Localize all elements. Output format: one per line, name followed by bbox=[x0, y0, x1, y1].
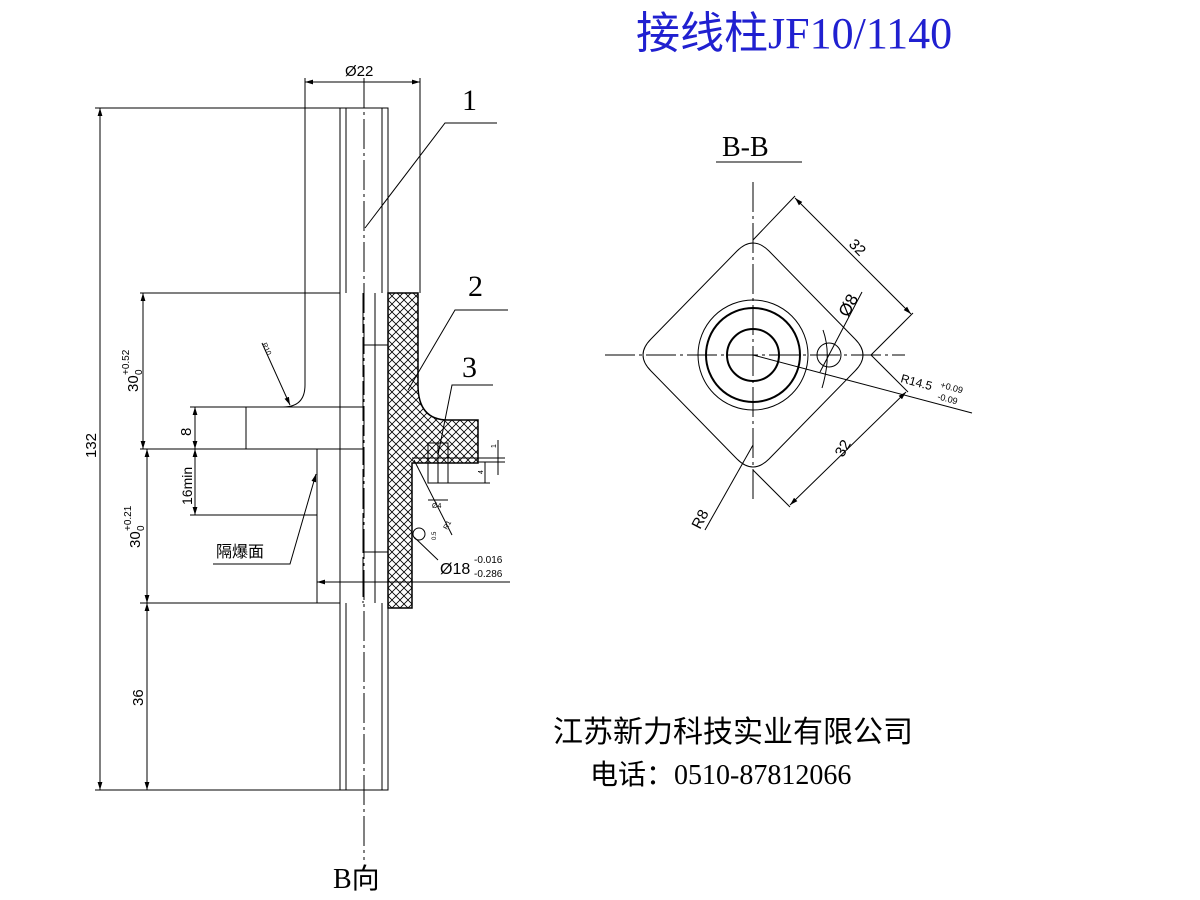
dim-4: 4 bbox=[478, 470, 485, 474]
dim-dia18-tol-upper: -0.016 bbox=[474, 555, 503, 566]
section-view-bb: B-B 32 32 Ø8 R14.5 +0.09 -0.09 R8 bbox=[605, 132, 973, 532]
dim-side-bottom: 32 bbox=[832, 437, 855, 460]
dim-hole-dia8: Ø8 bbox=[835, 291, 862, 320]
flameproof-surface-label: 隔爆面 bbox=[216, 542, 264, 561]
dim-1: 1 bbox=[491, 444, 498, 448]
dim-dia4: Ø4 bbox=[432, 503, 441, 510]
insulator bbox=[387, 292, 479, 609]
dim-16min: 16min bbox=[179, 467, 195, 505]
dim-upper-tol-plus: +0.52 bbox=[121, 349, 132, 375]
dim-gap: 0.5 bbox=[432, 531, 438, 540]
dim-dia18-tol-lower: -0.286 bbox=[474, 569, 503, 580]
dim-lower-tol-plus: +0.21 bbox=[123, 505, 134, 531]
dim-36: 36 bbox=[130, 689, 147, 706]
dim-dia22: Ø22 bbox=[345, 63, 373, 80]
dim-upper-30: 30 bbox=[125, 375, 142, 392]
part-label-1: 1 bbox=[462, 84, 477, 117]
part-label-3: 3 bbox=[462, 351, 477, 384]
dim-upper-tol-minus: 0 bbox=[134, 369, 145, 375]
dim-corner-r8: R8 bbox=[689, 507, 713, 532]
company-name: 江苏新力科技实业有限公司 bbox=[553, 716, 913, 749]
flange-outline bbox=[642, 242, 864, 468]
side-view: Ø22 R10 1 4 Ø4 R1 0.5 Ø18 -0 bbox=[83, 63, 510, 895]
drawing-title: 接线柱JF10/1140 bbox=[636, 9, 952, 58]
part-label-2: 2 bbox=[468, 270, 483, 303]
dim-8: 8 bbox=[178, 428, 195, 436]
dim-radius: R14.5 bbox=[899, 371, 934, 393]
dim-r1: R1 bbox=[443, 520, 454, 531]
view-direction-label: B向 bbox=[333, 863, 380, 895]
dim-side-top: 32 bbox=[845, 236, 869, 260]
dim-132: 132 bbox=[83, 433, 100, 458]
dim-lower-30: 30 bbox=[127, 531, 144, 548]
dim-lower-tol-minus: 0 bbox=[136, 525, 147, 531]
section-label: B-B bbox=[722, 132, 769, 163]
dim-dia18: Ø18 bbox=[440, 561, 470, 578]
dim-r10: R10 bbox=[260, 342, 272, 357]
company-phone: 电话：0510-87812066 bbox=[590, 759, 851, 791]
